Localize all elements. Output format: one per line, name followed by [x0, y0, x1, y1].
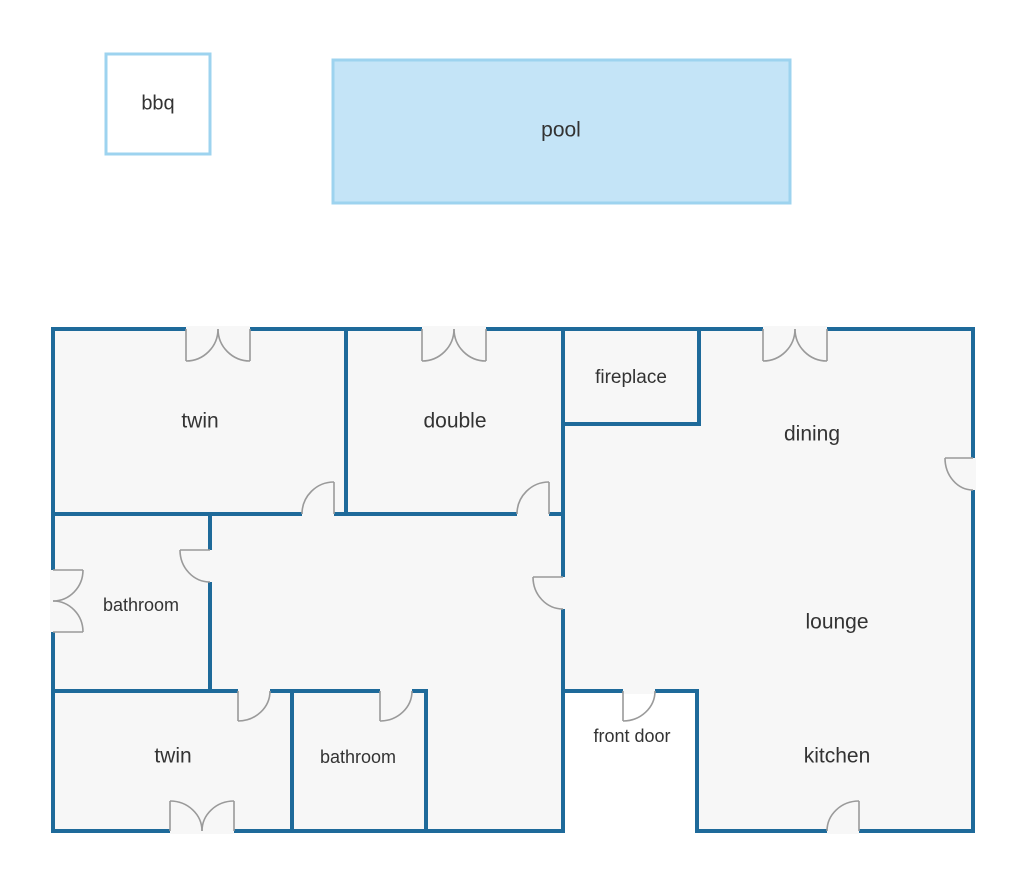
kitchen-label: kitchen: [804, 745, 871, 768]
front-door-label: front door: [593, 726, 670, 746]
bathroom-bottom-door: [379, 688, 413, 722]
twin-top-label: twin: [181, 410, 218, 433]
bathroom-left-outer-door: [50, 569, 84, 633]
double-room-label: double: [423, 410, 486, 433]
twin-top-door: [301, 481, 335, 517]
twin-bottom-door: [237, 688, 271, 722]
pool-label: pool: [541, 119, 581, 142]
doors: [50, 326, 976, 834]
double-room-double-door: [421, 326, 487, 362]
twin-bottom-label: twin: [154, 745, 191, 768]
pool: pool: [331, 58, 792, 205]
double-room-door: [516, 481, 550, 517]
twin-bottom-double-door: [169, 800, 235, 834]
bathroom-left-door: [179, 549, 213, 583]
bathroom-left-label: bathroom: [103, 595, 179, 615]
dining-side-door: [944, 457, 976, 491]
dining-label: dining: [784, 423, 840, 446]
house-floor: [53, 329, 973, 831]
lounge-label: lounge: [805, 611, 868, 634]
front-door-swing: [622, 688, 656, 722]
bbq-label: bbq: [141, 92, 174, 114]
room-labels: twin double fireplace dining bathroom lo…: [103, 367, 870, 768]
dining-double-door: [762, 326, 828, 362]
lounge-door: [532, 576, 566, 610]
bathroom-bottom-label: bathroom: [320, 747, 396, 767]
kitchen-door: [826, 800, 860, 834]
fireplace-label: fireplace: [595, 367, 667, 388]
twin-top-double-door: [185, 326, 251, 362]
bbq: bbq: [104, 52, 212, 156]
